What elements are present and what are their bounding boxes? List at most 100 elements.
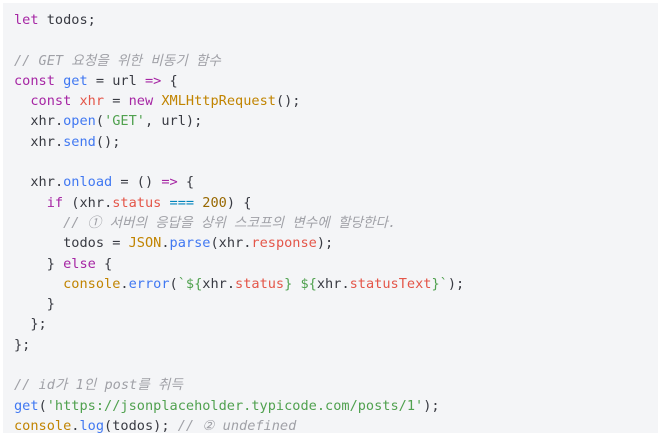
object-console: console [14,417,72,434]
keyword-let: let [14,12,39,28]
code-comment: // id가 1인 post를 취득 [14,377,183,394]
indent [14,235,63,251]
string-literal-url: 'https://jsonplaceholder.typicode.com/po… [46,397,424,414]
object-console: console [63,275,121,292]
indent [14,215,63,231]
template-literal: }` [431,275,448,292]
template-literal: } ${ [284,275,317,292]
code-line-5: const xhr = new XMLHttpRequest(); [14,91,658,111]
code-dot: . [54,174,64,191]
string-literal: 'GET' [104,113,145,130]
code-text: ); [316,235,334,252]
code-line-14: console.error(`${xhr.status} ${xhr.statu… [14,274,658,294]
code-operator: = [112,174,137,191]
indent [14,316,30,332]
code-comment: // ① 서버의 응답을 상위 스코프의 변수에 할당한다. [63,214,397,231]
keyword-new: new [128,93,154,110]
property-response: response [251,235,317,252]
class-json: JSON [128,235,162,252]
code-text: ); [423,397,440,414]
code-line-3: // GET 요청을 위한 비동기 함수 [14,51,658,71]
code-text: } [46,296,55,313]
code-line-7: xhr.send(); [14,132,658,152]
code-line-blank [14,30,658,50]
arrow-operator: => [153,174,178,191]
code-dot: . [120,275,129,292]
code-param: url [112,72,137,89]
code-operator: === [161,194,195,211]
code-dot: . [161,235,170,252]
code-text: , url); [144,113,203,130]
code-object: xhr [30,174,55,191]
code-text: { [177,174,195,191]
code-text: ( [63,194,80,211]
indent [14,134,30,150]
code-text: todos; [38,12,96,28]
method-error: error [128,275,170,292]
class-name: XMLHttpRequest [153,93,276,110]
property-status-text: statusText [349,275,432,292]
code-text: ( [169,275,178,292]
code-dot: . [341,275,350,292]
code-block: let todos; // GET 요청을 위한 비동기 함수 const ge… [3,3,658,436]
arrow-operator: => [136,72,162,89]
code-text: ( [38,397,47,414]
code-operator: = [104,235,129,252]
code-text: ( [210,235,219,252]
indent [14,296,47,312]
function-call-get: get [14,397,39,414]
code-text: ) { [226,194,252,211]
code-comment: // GET 요청을 위한 비동기 함수 [14,52,221,69]
keyword-const: const [14,72,55,89]
property-status: status [112,194,162,211]
code-dot: . [54,113,64,130]
code-line-11: // ① 서버의 응답을 상위 스코프의 변수에 할당한다. [14,213,658,233]
code-text: { [161,72,178,89]
code-text: () [136,174,154,191]
code-object: xhr [30,133,55,150]
code-line-16: }; [14,314,658,334]
code-dot: . [104,194,113,211]
code-line-12: todos = JSON.parse(xhr.response); [14,233,658,253]
method-log: log [79,417,105,434]
property-status: status [235,275,285,292]
template-literal: `${ [177,275,203,292]
code-text: (); [95,133,121,150]
variable-xhr: xhr [71,93,105,110]
keyword-const: const [30,93,72,110]
code-line-1: let todos; [14,10,658,30]
indent [14,195,47,211]
code-text: ); [447,275,465,292]
code-line-20: get('https://jsonplaceholder.typicode.co… [14,396,658,416]
code-object: xhr [79,194,105,211]
code-text: }; [14,336,31,353]
code-dot: . [226,275,236,292]
code-line-21: console.log(todos); // ② undefined [14,416,658,436]
keyword-else: else [63,255,96,272]
code-object: xhr [202,275,227,292]
indent [14,256,47,272]
code-text: { [95,255,113,272]
indent [14,276,63,292]
code-text: (); [275,93,301,110]
code-line-17: }; [14,335,658,355]
code-text: }; [30,316,47,333]
number-literal: 200 [194,194,227,211]
code-line-9: xhr.onload = () => { [14,172,658,192]
keyword-if: if [46,194,64,211]
method-open: open [63,113,96,130]
code-line-4: const get = url => { [14,71,658,91]
code-comment: // ② undefined [177,417,297,434]
code-dot: . [54,133,64,150]
method-send: send [63,133,96,150]
code-dot: . [71,417,80,434]
code-operator: = [104,93,129,110]
code-line-blank [14,152,658,172]
code-object: xhr [30,113,55,130]
code-line-blank [14,355,658,375]
indent [14,113,30,129]
code-text: (todos); [104,417,178,434]
code-line-13: } else { [14,254,658,274]
property-onload: onload [63,174,113,191]
function-name-get: get [54,72,88,89]
